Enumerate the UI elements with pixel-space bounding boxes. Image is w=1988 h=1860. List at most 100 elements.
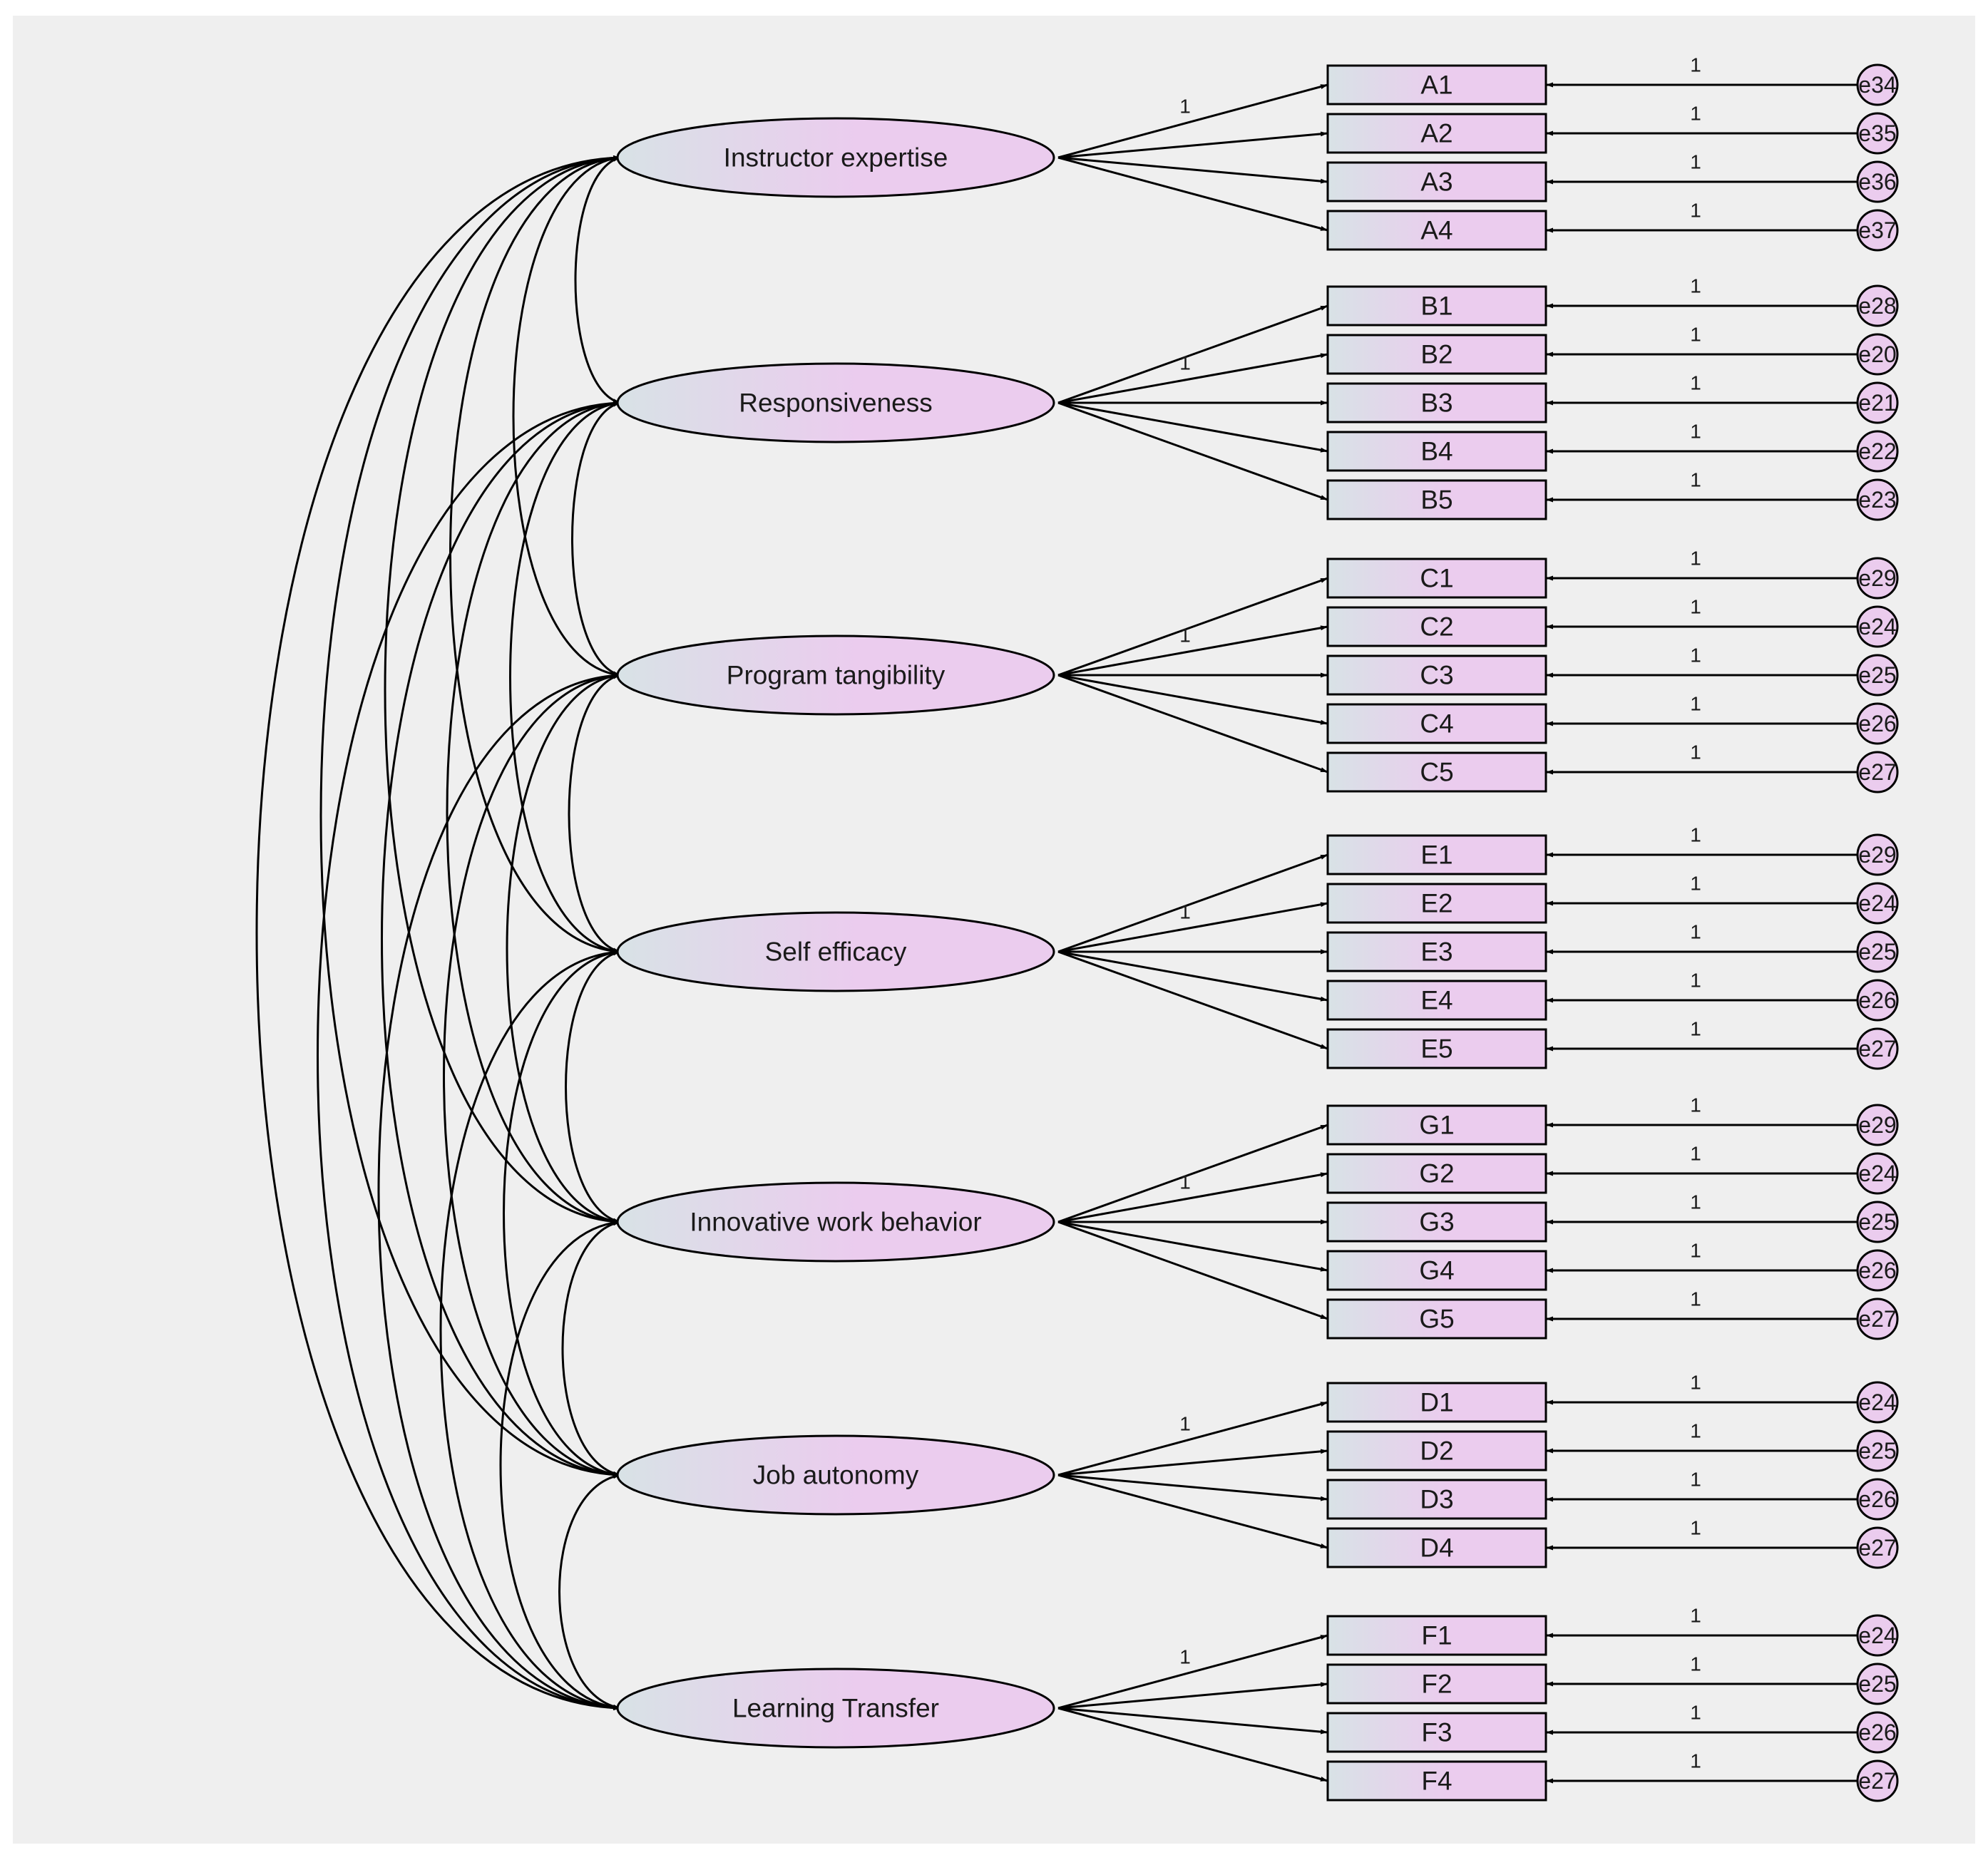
indicator-box — [1326, 1028, 1547, 1069]
indicator-box — [1326, 703, 1547, 744]
loading-path — [1057, 950, 1328, 1002]
error-term-label: e37 — [1858, 217, 1896, 243]
loading-path — [1057, 1401, 1328, 1476]
error-weight-label: 1 — [1690, 970, 1701, 992]
error-term-label: e34 — [1858, 72, 1896, 98]
indicator-label: F3 — [1421, 1718, 1452, 1747]
covariance-A-D — [319, 155, 621, 1478]
indicator-box — [1326, 1298, 1547, 1340]
loading-weight-label: 1 — [1179, 1171, 1191, 1193]
loading-path — [1057, 1124, 1328, 1223]
indicator-box — [1326, 980, 1547, 1021]
loading-path — [1057, 401, 1328, 501]
indicator-label: A3 — [1420, 168, 1452, 197]
loading-path — [1057, 625, 1328, 677]
loading-path — [1057, 950, 1328, 1050]
error-term-circle — [1856, 930, 1899, 973]
indicator-box — [1326, 285, 1547, 327]
error-term-circle — [1856, 1759, 1899, 1802]
covariance-E-F — [439, 950, 621, 1710]
loading-path — [1057, 304, 1328, 404]
indicator-box — [1326, 1527, 1547, 1568]
error-term-label: e26 — [1858, 1258, 1896, 1283]
indicator-box — [1326, 479, 1547, 520]
error-term-label: e25 — [1858, 1438, 1896, 1464]
covariance-B-D — [381, 400, 621, 1478]
indicator-label: D4 — [1420, 1533, 1453, 1563]
indicator-label: C5 — [1420, 758, 1453, 787]
indicator-label: F1 — [1421, 1621, 1452, 1650]
error-term-label: e26 — [1858, 987, 1896, 1013]
indicator-box — [1326, 751, 1547, 793]
indicator-label: E1 — [1420, 841, 1452, 870]
error-term-circle — [1856, 333, 1899, 376]
loading-weight-label: 1 — [1179, 900, 1191, 923]
error-term-circle — [1856, 882, 1899, 925]
error-term-circle — [1856, 605, 1899, 648]
loading-path — [1057, 131, 1328, 159]
indicator-label: B4 — [1420, 437, 1452, 466]
error-term-label: e24 — [1858, 1161, 1896, 1186]
error-weight-label: 1 — [1690, 324, 1701, 346]
error-term-label: e27 — [1858, 1535, 1896, 1561]
loading-path — [1057, 83, 1328, 159]
error-term-circle — [1856, 63, 1899, 106]
loading-path — [1057, 1474, 1328, 1549]
error-weight-label: 1 — [1690, 421, 1701, 443]
error-term-circle — [1856, 1298, 1899, 1340]
latent-factor-label: Instructor expertise — [724, 143, 948, 173]
latent-factor-ellipse — [616, 117, 1055, 198]
error-term-label: e36 — [1858, 169, 1896, 195]
indicator-label: D3 — [1420, 1485, 1453, 1514]
covariance-B-C — [571, 401, 621, 677]
error-weight-label: 1 — [1690, 469, 1701, 491]
covariance-G-D — [561, 1221, 621, 1476]
error-weight-label: 1 — [1690, 1372, 1701, 1394]
indicator-box — [1326, 210, 1547, 251]
indicator-box — [1326, 1430, 1547, 1471]
indicator-label: A1 — [1420, 71, 1452, 100]
indicator-box — [1326, 1201, 1547, 1243]
error-weight-label: 1 — [1690, 1702, 1701, 1724]
error-term-label: e27 — [1858, 759, 1896, 785]
error-term-circle — [1856, 557, 1899, 600]
indicator-box — [1326, 1479, 1547, 1520]
indicator-box — [1326, 382, 1547, 423]
error-weight-label: 1 — [1690, 1018, 1701, 1040]
error-weight-label: 1 — [1690, 1469, 1701, 1491]
error-term-circle — [1856, 979, 1899, 1022]
latent-factor-ellipse — [616, 911, 1055, 992]
error-term-circle — [1856, 751, 1899, 793]
indicator-label: G3 — [1419, 1208, 1454, 1237]
error-weight-label: 1 — [1690, 1191, 1701, 1213]
error-term-label: e27 — [1858, 1036, 1896, 1062]
loading-path — [1057, 577, 1328, 677]
loading-path — [1057, 156, 1328, 232]
indicator-label: F2 — [1421, 1670, 1452, 1699]
loading-weight-label: 1 — [1179, 95, 1191, 117]
error-term-label: e25 — [1858, 939, 1896, 965]
error-term-circle — [1856, 160, 1899, 203]
indicator-box — [1326, 431, 1547, 472]
loading-path — [1057, 156, 1328, 184]
error-weight-label: 1 — [1690, 1420, 1701, 1442]
indicator-box — [1326, 1250, 1547, 1291]
loading-path — [1057, 1449, 1328, 1476]
error-weight-label: 1 — [1690, 644, 1701, 667]
error-term-label: e27 — [1858, 1768, 1896, 1794]
error-term-circle — [1856, 833, 1899, 876]
error-term-label: e27 — [1858, 1306, 1896, 1332]
loading-path — [1057, 401, 1328, 453]
error-term-label: e21 — [1858, 390, 1896, 416]
latent-factor-label: Job autonomy — [753, 1461, 919, 1490]
error-weight-label: 1 — [1690, 693, 1701, 715]
error-term-circle — [1856, 1104, 1899, 1146]
indicator-box — [1326, 1663, 1547, 1705]
indicator-label: B5 — [1420, 485, 1452, 515]
indicator-label: C2 — [1420, 612, 1453, 642]
indicator-box — [1326, 883, 1547, 924]
error-weight-label: 1 — [1690, 1517, 1701, 1539]
error-term-circle — [1856, 1201, 1899, 1243]
error-term-circle — [1856, 1526, 1899, 1569]
latent-factor-label: Program tangibility — [727, 661, 946, 690]
